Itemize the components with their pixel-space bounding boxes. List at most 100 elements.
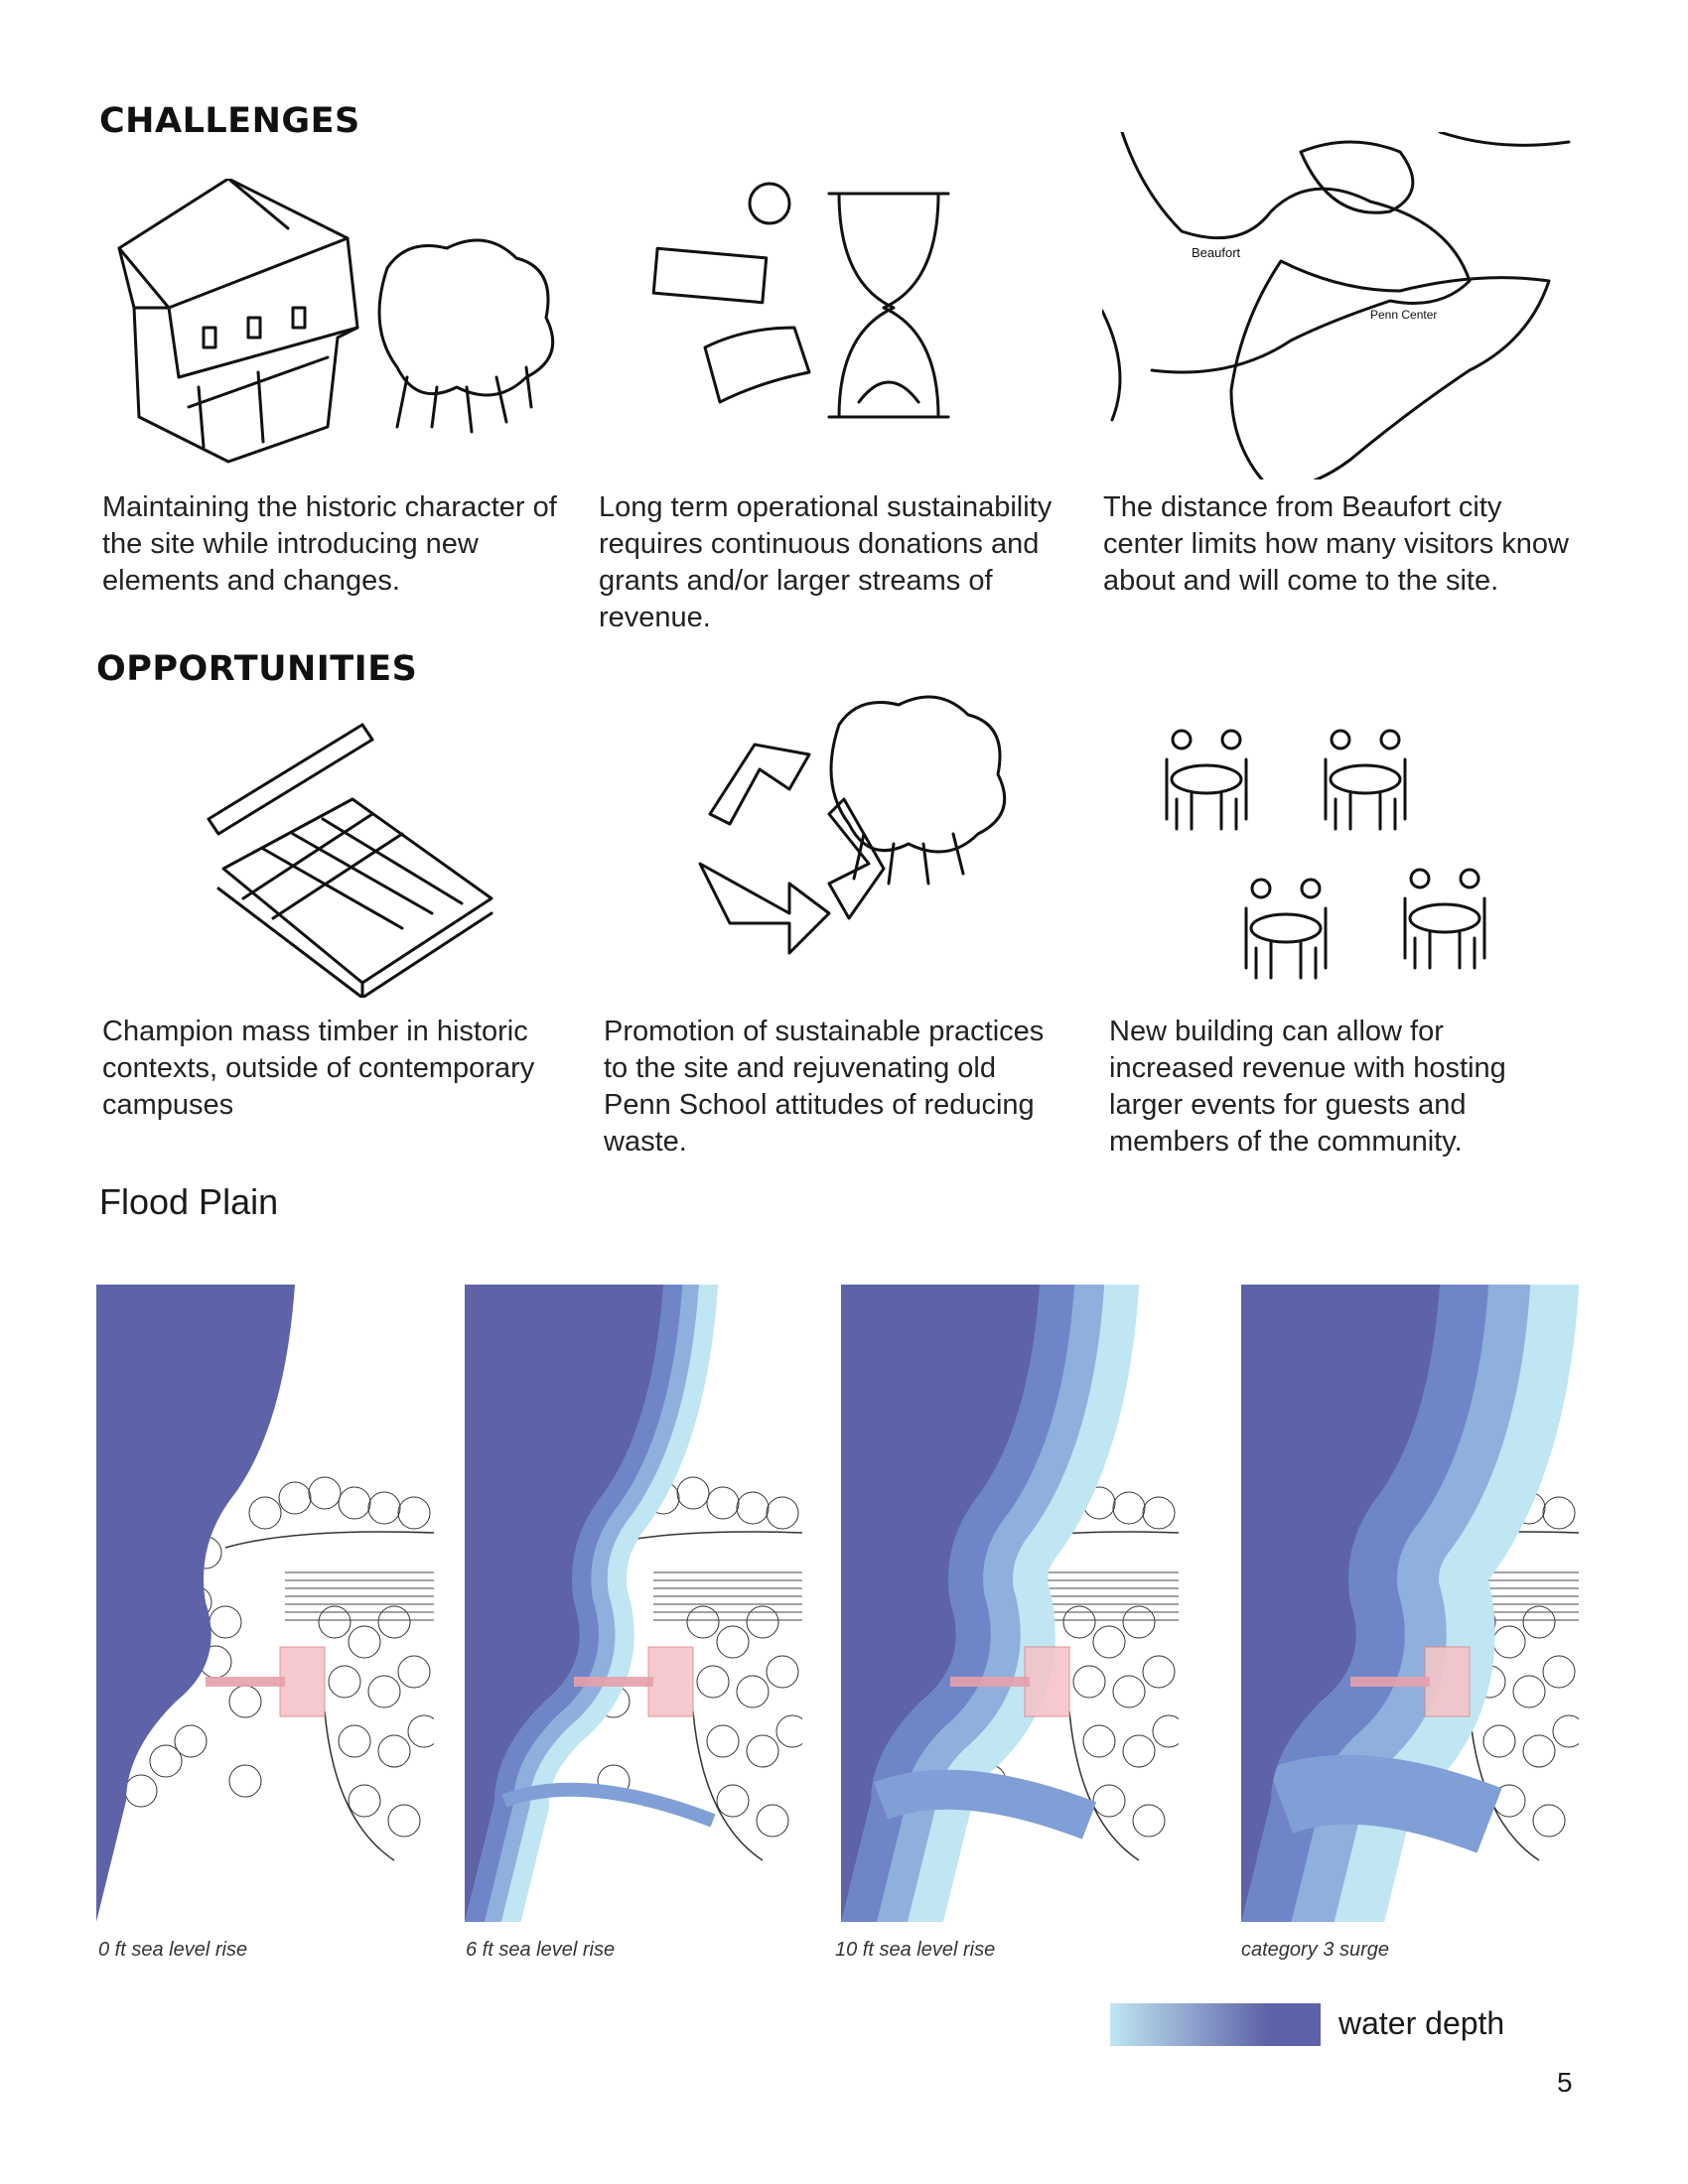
building-footprint — [1424, 1646, 1471, 1717]
tree-mark — [1152, 1714, 1179, 1748]
flood-map-6ft — [465, 1285, 802, 1922]
tree-mark — [318, 1605, 352, 1639]
tree-mark — [1552, 1714, 1579, 1748]
flood-deepest — [96, 1285, 295, 1922]
tree-mark — [716, 1784, 750, 1818]
tree-mark — [1532, 1804, 1566, 1838]
tree-mark — [736, 1675, 770, 1708]
flood-deepest — [465, 1285, 663, 1922]
tree-mark — [775, 1714, 802, 1748]
flood-map-10ft — [841, 1285, 1179, 1922]
dock — [206, 1677, 285, 1687]
tree-mark — [248, 1496, 282, 1530]
map-label-penn-center: Penn Center — [1370, 308, 1437, 322]
tree-mark — [228, 1764, 262, 1798]
tree-mark — [1082, 1724, 1116, 1758]
tree-mark — [686, 1605, 720, 1639]
tree-mark — [387, 1804, 421, 1838]
tree-mark — [1092, 1625, 1126, 1659]
event-tables-icon — [1165, 729, 1486, 980]
tree-mark — [174, 1724, 208, 1758]
caption-cat3: category 3 surge — [1241, 1939, 1389, 1961]
tree-mark — [1122, 1605, 1156, 1639]
opportunity-text-1: Champion mass timber in historic context… — [102, 1016, 535, 1121]
caption-0ft: 0 ft sea level rise — [98, 1939, 248, 1961]
building-footprint — [647, 1646, 694, 1717]
flood-channel — [501, 1782, 716, 1828]
tree-mark — [1132, 1804, 1166, 1838]
flood-channel — [1268, 1754, 1502, 1853]
map-label-beaufort: Beaufort — [1192, 245, 1241, 260]
tree-mark — [308, 1476, 342, 1510]
flood-map-cat3 — [1241, 1285, 1579, 1922]
tree-mark — [1542, 1655, 1576, 1689]
tree-mark — [407, 1714, 434, 1748]
tree-mark — [397, 1655, 431, 1689]
tree-mark — [1092, 1784, 1126, 1818]
tree-mark — [348, 1625, 381, 1659]
flood-deepest — [1241, 1285, 1440, 1922]
tree-mark — [377, 1605, 411, 1639]
tree-mark — [1122, 1734, 1156, 1768]
tree-mark — [1512, 1675, 1546, 1708]
caption-10ft: 10 ft sea level rise — [835, 1939, 996, 1961]
flood-map-0ft — [96, 1285, 434, 1922]
money-hourglass-icon — [651, 182, 950, 419]
caption-6ft: 6 ft sea level rise — [466, 1939, 616, 1961]
tree-mark — [348, 1784, 381, 1818]
challenge-text-1: Maintaining the historic character of th… — [102, 491, 557, 597]
water-depth-gradient — [1110, 2003, 1321, 2046]
tree-mark — [746, 1605, 779, 1639]
tree-mark — [1112, 1675, 1146, 1708]
tree-mark — [228, 1685, 262, 1718]
tree-mark — [1142, 1655, 1176, 1689]
tree-mark — [746, 1734, 779, 1768]
road-line — [324, 1710, 395, 1861]
opportunity-text-2: Promotion of sustainable practices to th… — [604, 1016, 1045, 1158]
tree-mark — [278, 1481, 312, 1515]
opportunity-text-3: New building can allow for increased rev… — [1109, 1016, 1506, 1158]
tree-mark — [1542, 1496, 1576, 1530]
dock — [574, 1677, 653, 1687]
page-number: 5 — [1557, 2067, 1573, 2098]
water-depth-label: water depth — [1338, 2005, 1505, 2041]
tree-mark — [367, 1491, 401, 1525]
tree-mark — [736, 1491, 770, 1525]
tree-mark — [338, 1486, 371, 1520]
tree-mark — [1062, 1605, 1096, 1639]
challenges-heading: CHALLENGES — [99, 101, 360, 141]
recycle-icon — [698, 695, 1007, 955]
dock — [950, 1677, 1030, 1687]
tree-mark — [124, 1774, 158, 1808]
historic-house-icon — [117, 179, 555, 464]
tree-mark — [1142, 1496, 1176, 1530]
tree-mark — [706, 1724, 740, 1758]
tree-mark — [397, 1496, 431, 1530]
flood-deepest — [841, 1285, 1040, 1922]
tree-mark — [706, 1486, 740, 1520]
tree-mark — [696, 1665, 730, 1699]
tree-mark — [1112, 1491, 1146, 1525]
tree-mark — [367, 1675, 401, 1708]
building-footprint — [1024, 1646, 1070, 1717]
road-line — [692, 1710, 764, 1861]
challenge-text-2: Long term operational sustainability req… — [599, 491, 1053, 633]
opportunities-heading: OPPORTUNITIES — [96, 649, 418, 689]
flood-plain-title: Flood Plain — [99, 1181, 279, 1222]
tree-mark — [209, 1605, 242, 1639]
path-line — [224, 1531, 434, 1549]
tree-mark — [1522, 1734, 1556, 1768]
flood-channel — [873, 1769, 1097, 1840]
tree-mark — [149, 1744, 183, 1778]
tree-mark — [328, 1665, 361, 1699]
timber-stack-icon — [207, 723, 493, 998]
building-footprint — [279, 1646, 326, 1717]
tree-mark — [676, 1476, 710, 1510]
tree-mark — [716, 1625, 750, 1659]
challenge-text-3: The distance from Beaufort city center l… — [1103, 491, 1569, 597]
tree-mark — [1492, 1625, 1526, 1659]
tree-mark — [766, 1496, 799, 1530]
tree-mark — [1072, 1665, 1106, 1699]
tree-mark — [766, 1655, 799, 1689]
map-sketch-icon: Beaufort Penn Center — [1102, 132, 1571, 479]
